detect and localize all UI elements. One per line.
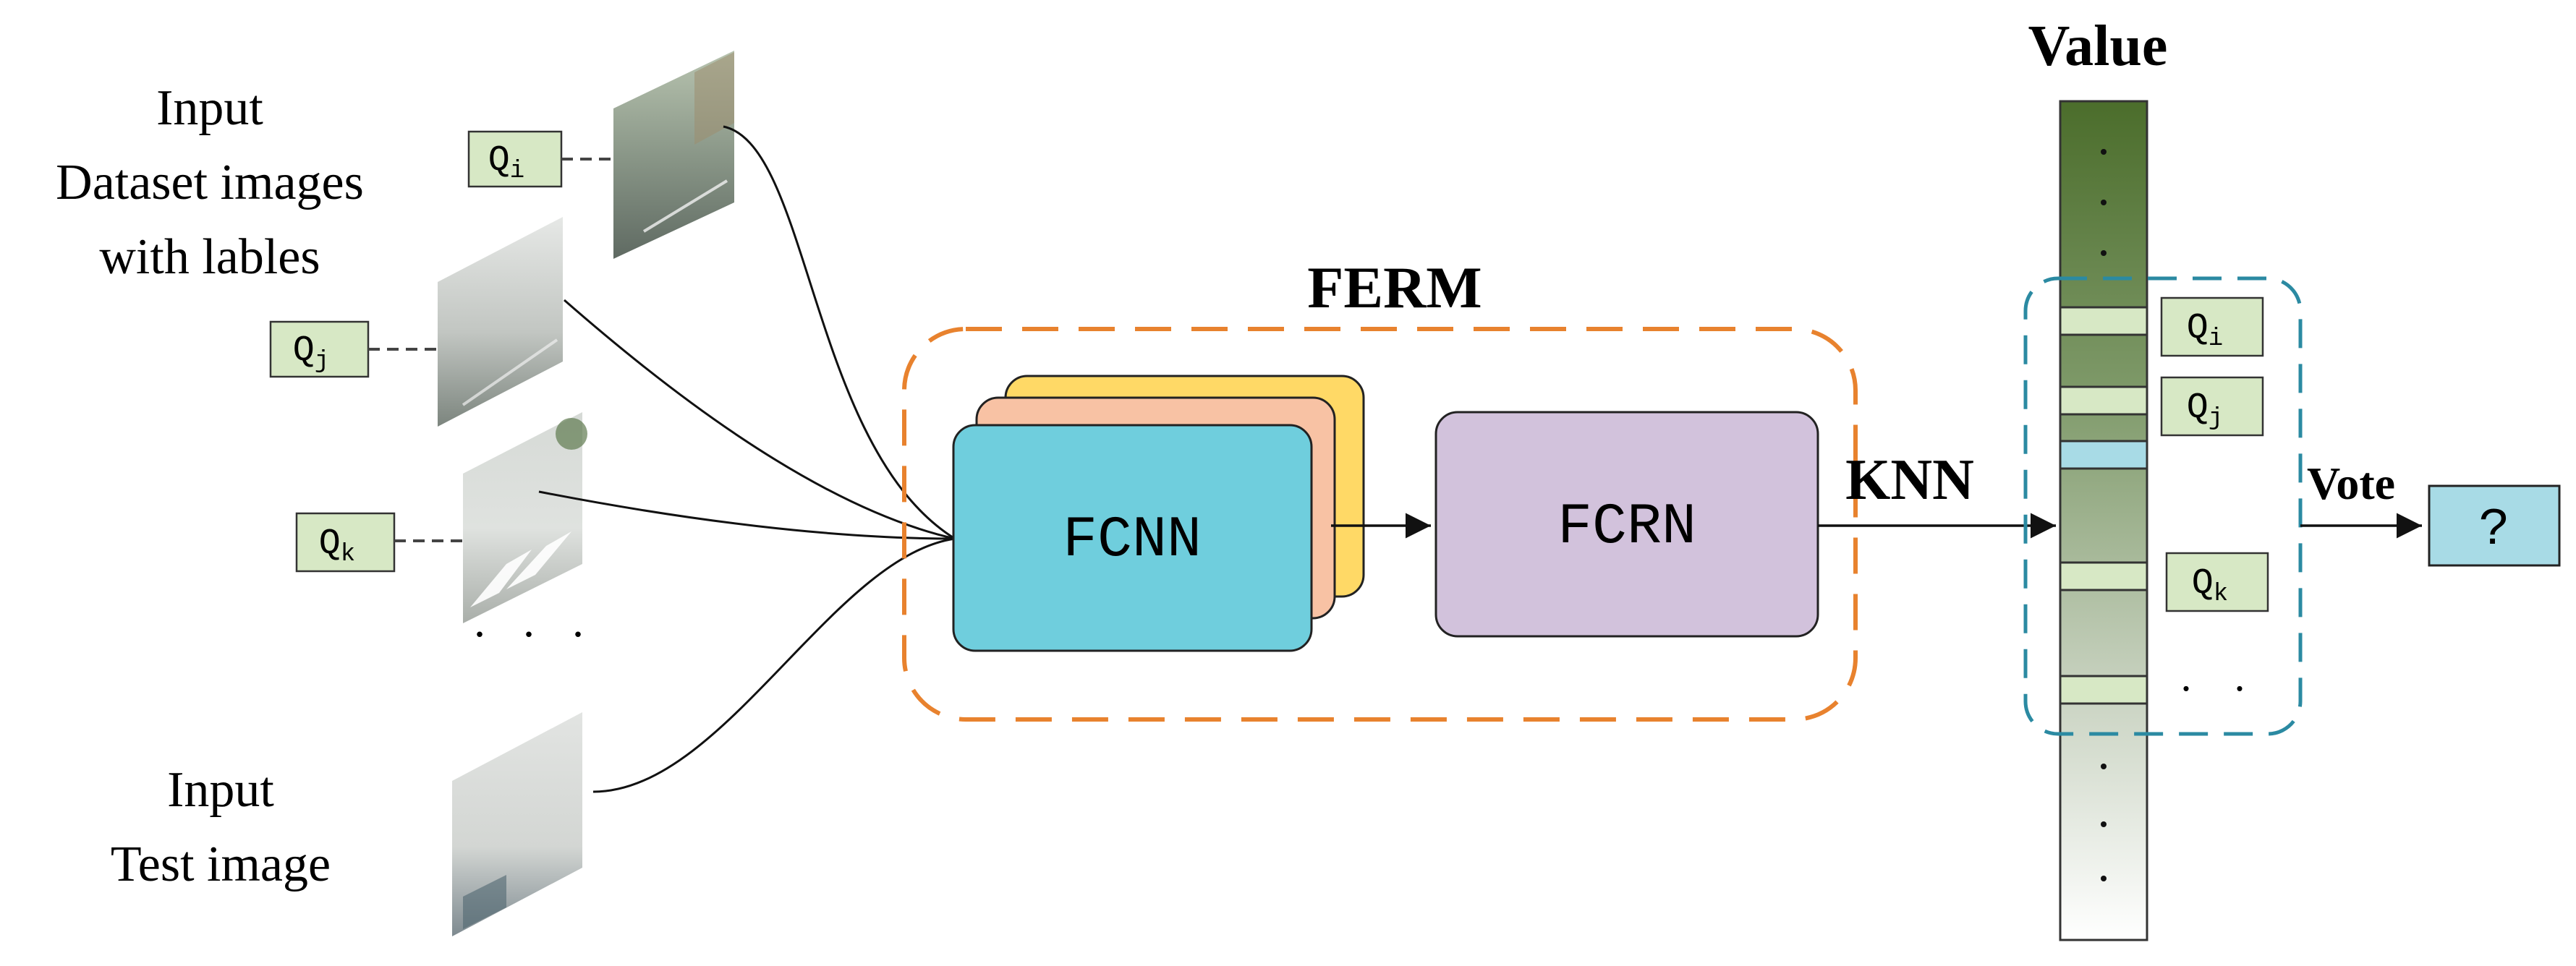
query-box-qi-left: Qi: [467, 130, 563, 188]
query-box-qi-right: Qi: [2160, 296, 2264, 357]
query-box-qk-right: Qk: [2165, 552, 2269, 612]
input-test-line1: Input: [167, 762, 274, 818]
value-cell-highlight: [2059, 440, 2148, 470]
value-column-dots-bottom: [2101, 764, 2107, 881]
qj-letter: Q: [293, 330, 315, 372]
qk-right-subscript: k: [2214, 581, 2228, 608]
qi-right-letter: Q: [2187, 308, 2209, 349]
input-test-line2: Test image: [111, 837, 331, 892]
dataset-image-k: [463, 412, 587, 623]
input-test-caption: Input Test image: [111, 762, 331, 892]
value-title: Value: [2028, 14, 2168, 78]
knn-neighbors-dashed-boundary: [2023, 276, 2303, 736]
svg-text:Qi: Qi: [488, 140, 524, 185]
qj-right-letter: Q: [2187, 388, 2209, 429]
input-dataset-line2: Dataset images: [56, 155, 364, 210]
value-column: [2059, 100, 2148, 941]
value-cell-qj: [2059, 385, 2148, 416]
fcrn-label: FCRN: [1557, 495, 1696, 560]
svg-text:Qk: Qk: [319, 523, 355, 568]
input-dataset-caption: Input Dataset images with lables: [56, 80, 364, 285]
dataset-image-j: [438, 217, 563, 427]
fcnn-block: [952, 424, 1313, 652]
qk-right-letter: Q: [2192, 563, 2214, 604]
svg-text:Qi: Qi: [2187, 308, 2223, 353]
qk-letter: Q: [319, 523, 341, 565]
test-image: [452, 712, 582, 936]
value-neighbors-ellipsis: . .: [2181, 652, 2261, 700]
input-dataset-line1: Input: [156, 80, 263, 136]
svg-text:Qk: Qk: [2192, 563, 2228, 608]
query-box-qj-right: Qj: [2160, 376, 2264, 437]
more-images-ellipsis: . . .: [474, 595, 597, 646]
fcrn-block: [1434, 411, 1819, 638]
knn-label: KNN: [1845, 448, 1974, 512]
vote-label: Vote: [2307, 458, 2395, 509]
qj-right-subscript: j: [2209, 405, 2223, 432]
ferm-title: FERM: [1307, 255, 1482, 320]
value-cell-last: [2059, 675, 2148, 705]
dataset-image-i: [613, 51, 734, 259]
fcrn-block-group: FCRN: [1434, 411, 1819, 638]
query-box-qj-left: Qj: [269, 320, 370, 378]
svg-text:Qj: Qj: [2187, 388, 2223, 432]
qi-right-subscript: i: [2209, 325, 2223, 353]
value-cell-qk: [2059, 561, 2148, 591]
result-label: ?: [2478, 500, 2509, 560]
qi-letter: Q: [488, 140, 510, 181]
value-column-dots-top: [2101, 149, 2107, 256]
qk-subscript: k: [341, 541, 355, 568]
value-cells: [2059, 306, 2148, 705]
fcnn-stack: FCNN: [952, 375, 1365, 652]
fcnn-label: FCNN: [1063, 508, 1202, 573]
ferm-dashed-boundary: [902, 327, 1858, 722]
input-dataset-line3: with lables: [99, 229, 320, 285]
qi-subscript: i: [510, 158, 524, 185]
input-connection-curves: [538, 125, 956, 793]
query-box-qk-left: Qk: [295, 512, 396, 573]
svg-text:Qj: Qj: [293, 330, 329, 375]
result-box: ?: [2428, 484, 2561, 567]
qj-subscript: j: [315, 348, 329, 375]
value-cell-qi: [2059, 306, 2148, 336]
